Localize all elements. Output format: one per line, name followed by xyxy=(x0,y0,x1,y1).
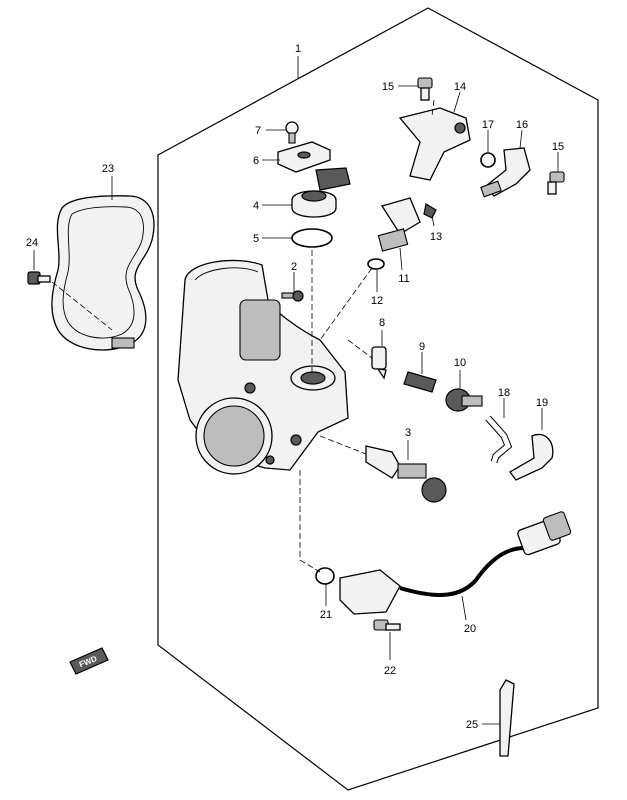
callout-23: 23 xyxy=(102,163,114,175)
callout-2: 2 xyxy=(291,261,297,273)
callout-10: 10 xyxy=(454,357,466,369)
part-4-sensor[interactable] xyxy=(291,167,351,218)
part-14-fuel-pipe[interactable] xyxy=(398,107,471,181)
part-19-fitting[interactable] xyxy=(509,433,554,481)
part-16-fuel-feed[interactable] xyxy=(480,147,531,198)
part-9-spring[interactable] xyxy=(403,371,437,393)
callout-15a: 15 xyxy=(382,81,394,93)
part-18-hose[interactable] xyxy=(485,415,513,464)
part-10-screw[interactable] xyxy=(445,388,483,412)
callout-18: 18 xyxy=(498,387,510,399)
callout-20: 20 xyxy=(464,623,476,635)
callout-5: 5 xyxy=(253,233,259,245)
part-21-o-ring[interactable] xyxy=(315,567,335,585)
part-12-o-ring[interactable] xyxy=(367,258,385,270)
part-3-valve[interactable] xyxy=(365,445,447,503)
part-7-screw[interactable] xyxy=(285,121,299,144)
part-25-cable-tie[interactable] xyxy=(499,679,515,757)
callout-25: 25 xyxy=(466,719,478,731)
part-1-throttle-body[interactable] xyxy=(177,259,349,475)
callout-15b: 15 xyxy=(552,141,564,153)
callout-labels: 1 2 3 4 5 6 7 8 9 10 11 12 13 14 15 15 1… xyxy=(26,43,564,731)
part-6-bracket[interactable] xyxy=(277,141,331,173)
fwd-marker: FWD xyxy=(69,647,109,675)
part-2-bolt[interactable] xyxy=(281,290,304,302)
callout-3: 3 xyxy=(405,427,411,439)
part-13-clip[interactable] xyxy=(423,203,437,219)
part-8-pin[interactable] xyxy=(371,346,387,380)
part-5-o-ring[interactable] xyxy=(291,228,333,248)
callout-8: 8 xyxy=(379,317,385,329)
callout-7: 7 xyxy=(255,125,261,137)
callout-21: 21 xyxy=(320,609,332,621)
assembly-frame xyxy=(157,7,599,791)
callout-9: 9 xyxy=(419,341,425,353)
leader-lines xyxy=(33,56,559,725)
part-20-sensor-harness[interactable] xyxy=(339,511,572,615)
part-24-bolt[interactable] xyxy=(27,271,51,285)
callout-16: 16 xyxy=(516,119,528,131)
callout-4: 4 xyxy=(253,200,259,212)
part-15a-bolt[interactable] xyxy=(417,77,433,101)
callout-17: 17 xyxy=(482,119,494,131)
callout-1: 1 xyxy=(295,43,301,55)
callout-11: 11 xyxy=(398,273,409,285)
callout-13: 13 xyxy=(430,231,442,243)
callout-24: 24 xyxy=(26,237,38,249)
assembly-lines xyxy=(51,99,435,573)
part-11-injector[interactable] xyxy=(377,197,421,252)
callout-6: 6 xyxy=(253,155,259,167)
callout-22: 22 xyxy=(384,665,396,677)
part-17-o-ring[interactable] xyxy=(480,152,496,168)
part-22-bolt[interactable] xyxy=(373,619,401,631)
part-15b-bolt[interactable] xyxy=(547,171,565,195)
callout-19: 19 xyxy=(536,397,548,409)
callout-14: 14 xyxy=(454,81,466,93)
callout-12: 12 xyxy=(371,295,383,307)
part-23-gasket[interactable] xyxy=(51,195,155,351)
